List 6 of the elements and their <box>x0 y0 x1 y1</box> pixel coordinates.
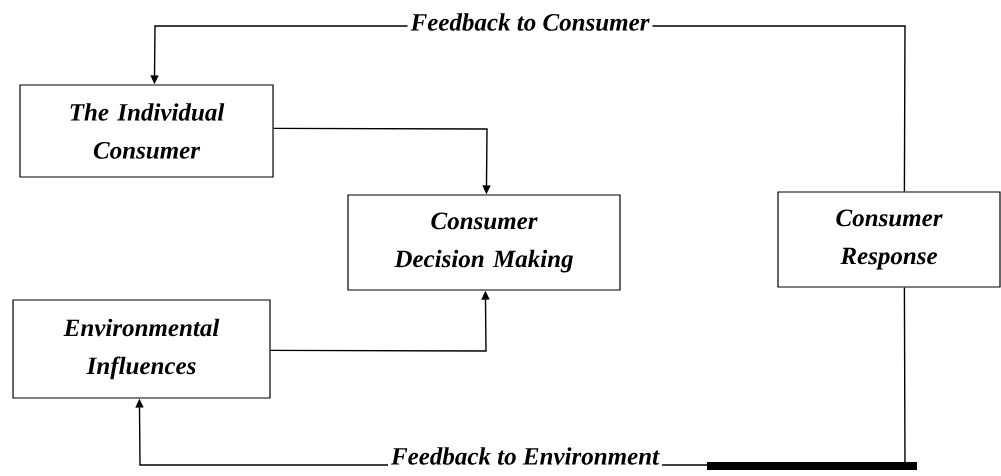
process-box: Environmental Influences <box>12 299 271 399</box>
edge-label: Feedback to Consumer <box>407 10 653 34</box>
process-box: Consumer Decision Making <box>347 194 621 291</box>
process-box: The Individual Consumer <box>19 84 274 178</box>
process-box: Consumer Response <box>777 191 1001 288</box>
edge-label: Feedback to Environment <box>388 444 663 468</box>
